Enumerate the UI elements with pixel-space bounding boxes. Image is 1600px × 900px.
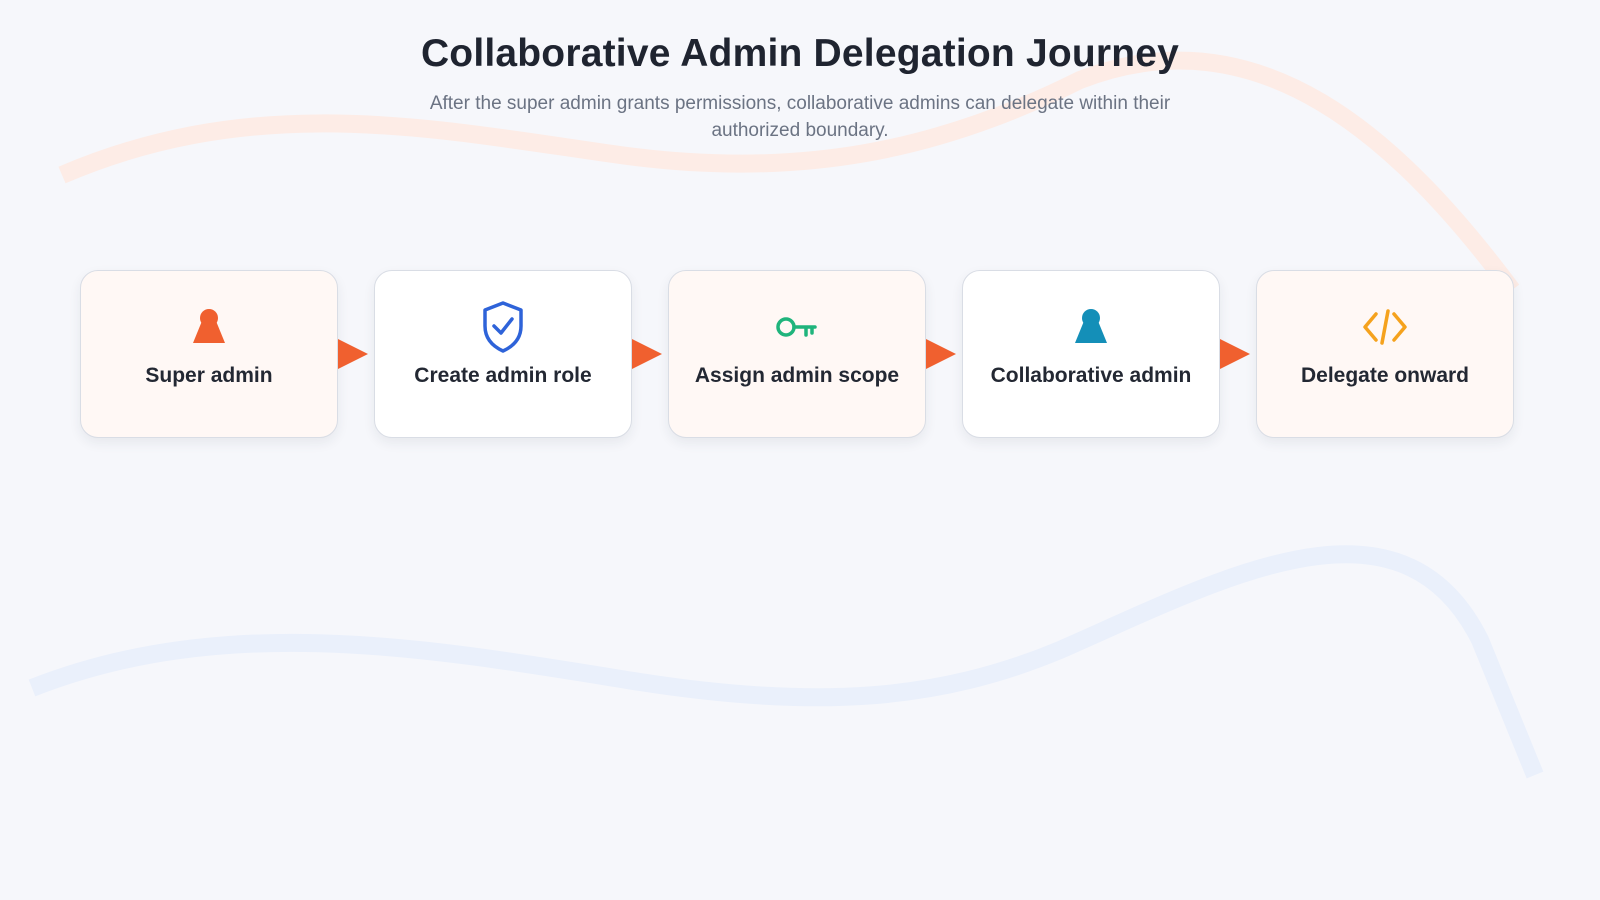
key-icon (669, 301, 925, 353)
step-label: Create admin role (414, 364, 592, 387)
step-super-admin: Super admin (80, 270, 338, 438)
delegation-flow: Super admin Create admin role Assign adm… (80, 270, 1516, 440)
step-label: Assign admin scope (694, 364, 900, 387)
flow-arrow (926, 339, 956, 369)
page-subtitle: After the super admin grants permissions… (429, 93, 1171, 141)
step-assign-admin-scope: Assign admin scope (668, 270, 926, 438)
step-label: Collaborative admin (990, 364, 1192, 387)
step-label: Delegate onward (1300, 364, 1470, 387)
step-label: Super admin (145, 364, 273, 387)
person-icon (81, 301, 337, 353)
header: Collaborative Admin Delegation Journey A… (0, 32, 1600, 144)
flow-arrow (632, 339, 662, 369)
step-delegate-onward: Delegate onward (1256, 270, 1514, 438)
page-title: Collaborative Admin Delegation Journey (420, 32, 1180, 75)
step-collaborative-admin: Collaborative admin (962, 270, 1220, 438)
bottom-wave (28, 545, 1544, 779)
flow-arrow (338, 339, 368, 369)
code-icon (1257, 301, 1513, 353)
flow-arrow (1220, 339, 1250, 369)
shield-check-icon (375, 301, 631, 353)
person-icon (963, 301, 1219, 353)
step-create-admin-role: Create admin role (374, 270, 632, 438)
